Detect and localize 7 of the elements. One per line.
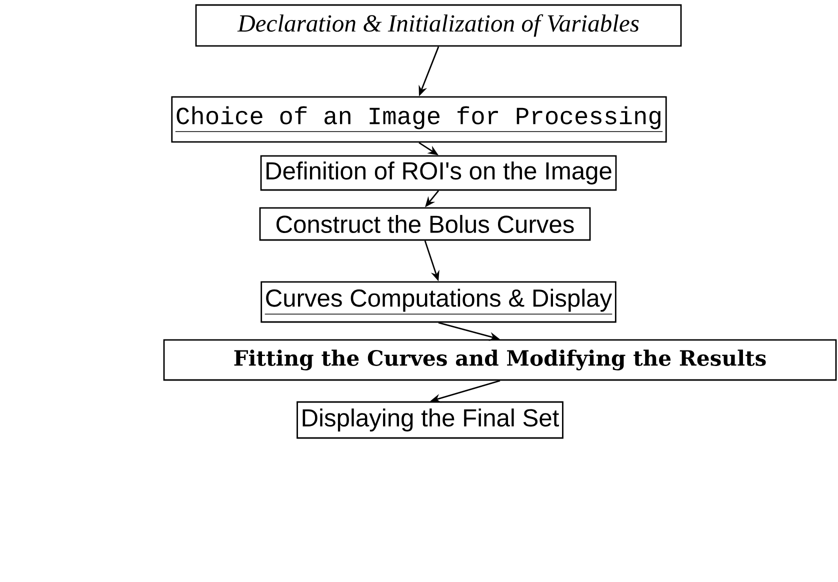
process-box: Fitting the Curves and Modifying the Results xyxy=(163,339,837,381)
process-box: Declaration & Initialization of Variables xyxy=(195,4,682,47)
process-box: Definition of ROI's on the Image xyxy=(260,155,617,191)
process-box: Choice of an Image for Processing xyxy=(171,96,667,143)
process-box: Displaying the Final Set xyxy=(296,401,564,439)
process-box: Construct the Bolus Curves xyxy=(259,207,591,241)
process-box: Curves Computations & Display xyxy=(260,281,616,323)
